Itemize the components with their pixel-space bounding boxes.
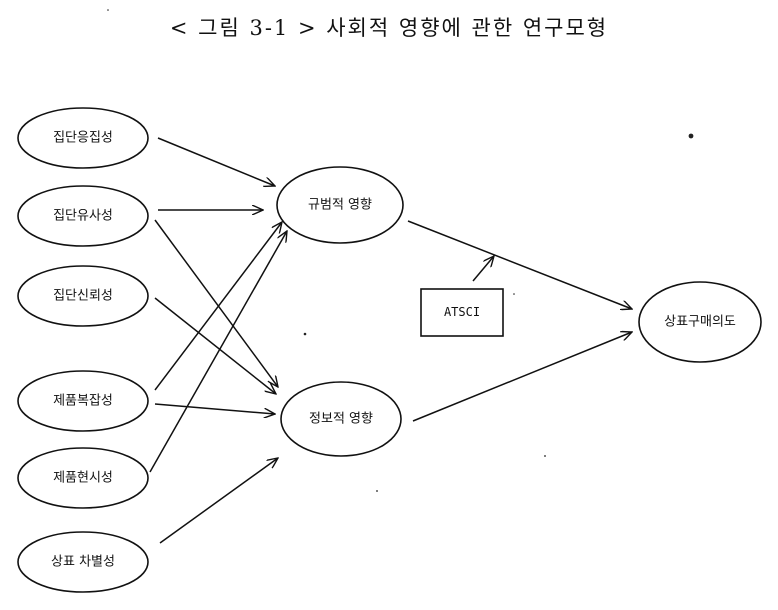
node-label: 규범적 영향: [308, 198, 372, 213]
node-label: 집단신뢰성: [53, 289, 113, 304]
figure-title: < 그림 3-1 > 사회적 영향에 관한 연구모형: [169, 16, 609, 40]
edge-similarity-to-informational: [154, 219, 278, 387]
edge-trust-to-informational: [154, 297, 276, 394]
node-normative-influence: 규범적 영향: [276, 166, 404, 244]
edge-atsci-moderation: [472, 256, 494, 282]
node-label: 제품현시성: [53, 471, 113, 486]
edge-complexity-to-normative: [154, 222, 282, 391]
node-product-complexity: 제품복잡성: [17, 370, 149, 432]
edge-informational-to-purchase: [412, 332, 632, 422]
node-label: 정보적 영향: [309, 412, 373, 427]
node-brand-differentiation: 상표 차별성: [17, 531, 149, 593]
node-informational-influence: 정보적 영향: [280, 381, 402, 457]
edge-complexity-to-informational: [154, 403, 275, 414]
node-label: 집단유사성: [53, 209, 113, 224]
node-label: 제품복잡성: [53, 394, 113, 409]
edge-cohesion-to-normative: [157, 137, 275, 186]
edge-normative-to-purchase: [407, 220, 632, 309]
scan-specks: [107, 9, 694, 492]
node-purchase-intention: 상표구매의도: [638, 281, 762, 363]
edge-differentiation-to-informational: [159, 458, 278, 544]
node-product-visibility: 제품현시성: [17, 447, 149, 509]
node-label: 상표구매의도: [664, 315, 736, 330]
edge-visibility-to-normative: [149, 231, 287, 473]
node-group-similarity: 집단유사성: [17, 185, 149, 247]
node-atsci: ATSCI: [420, 288, 504, 337]
edges: [149, 137, 632, 544]
node-group-cohesion: 집단응집성: [17, 107, 149, 169]
node-label: ATSCI: [444, 305, 480, 319]
node-label: 집단응집성: [53, 131, 113, 146]
node-group-trust: 집단신뢰성: [17, 265, 149, 327]
node-label: 상표 차별성: [51, 555, 115, 570]
